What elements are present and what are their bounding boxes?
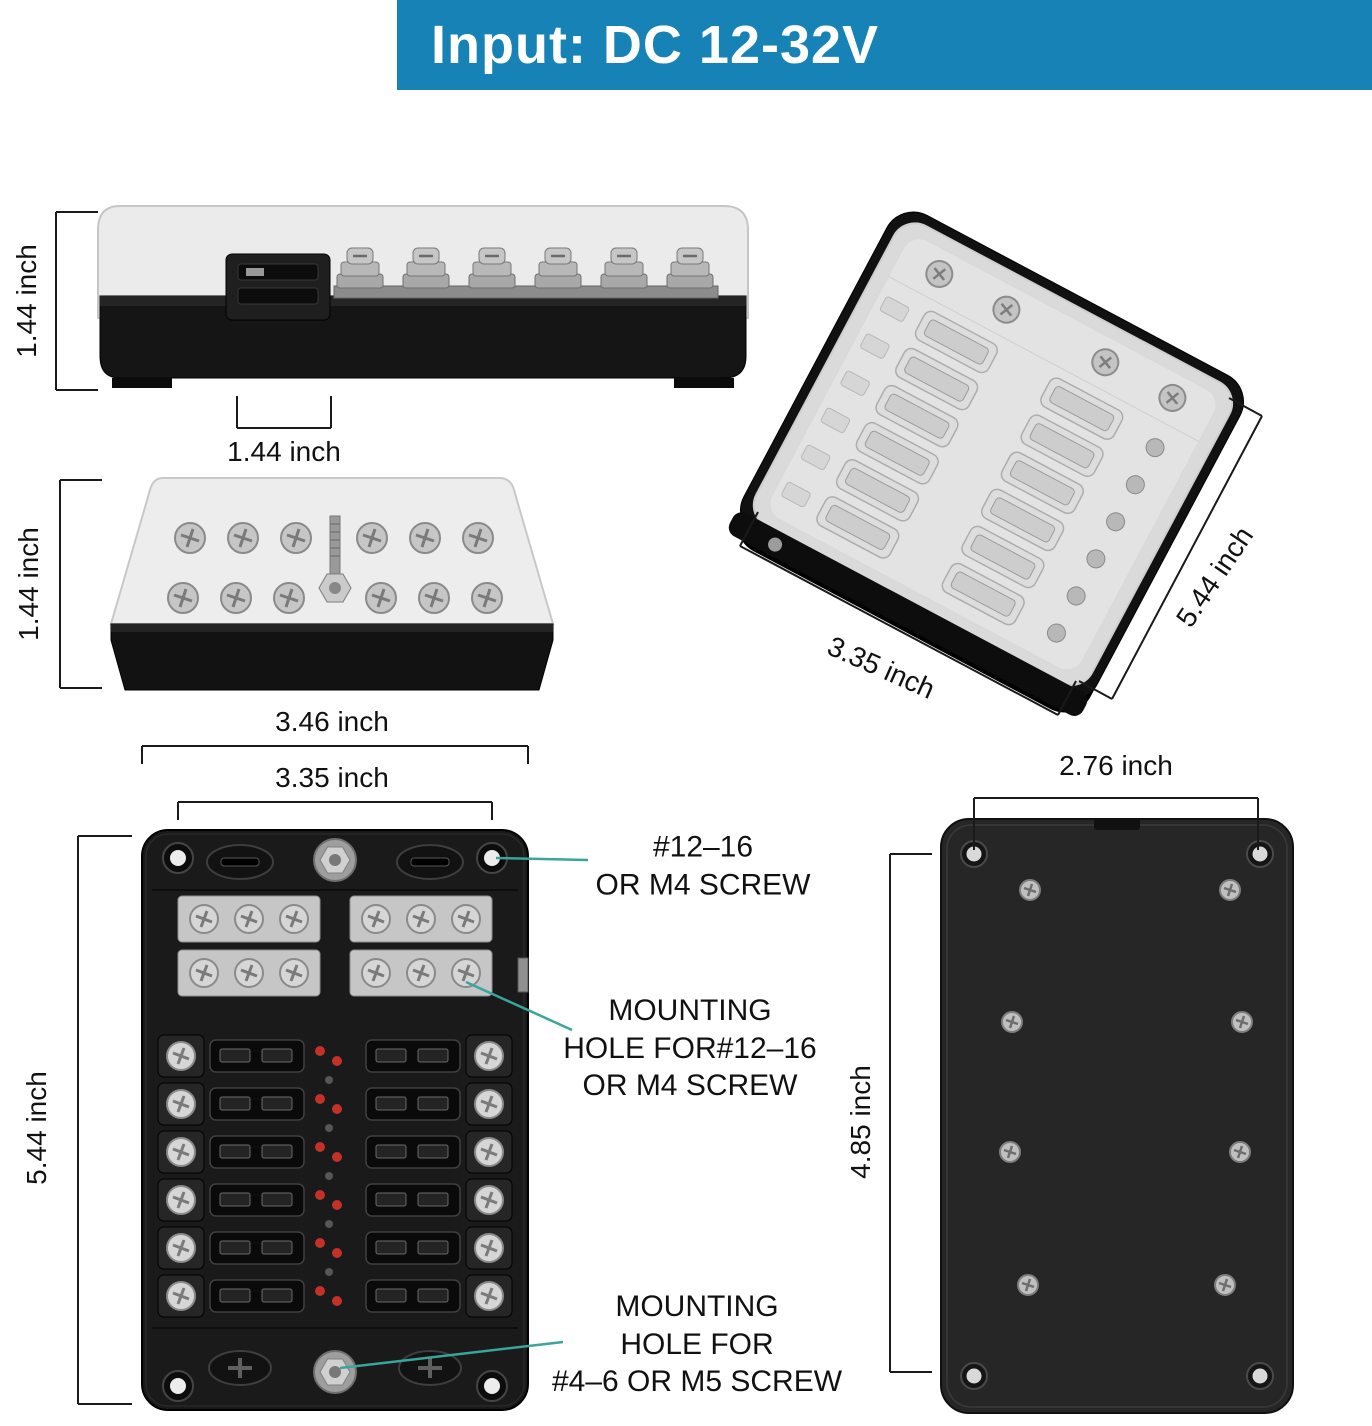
positive-cap-right — [397, 1349, 463, 1387]
top-length-label: 5.44 inch — [21, 1071, 52, 1185]
voltage-banner: Input: DC 12-32V — [397, 0, 1372, 90]
fuse-rows — [158, 1035, 512, 1317]
mounting-hole-bottom-left — [162, 1370, 194, 1402]
fuse-box-3d — [728, 211, 1244, 716]
back-hole-bottom-right — [1246, 1362, 1274, 1390]
side-latch-block — [225, 253, 331, 321]
side-base — [99, 295, 747, 379]
screw-spec-annotation: #12–16 OR M4 SCREW — [595, 830, 811, 902]
side-view-graphic — [97, 205, 749, 388]
side-height-label: 1.44 inch — [11, 244, 42, 358]
back-view-body — [940, 818, 1294, 1414]
negative-cap-right — [396, 844, 464, 880]
back-top-notch — [1094, 818, 1140, 830]
side-tab-width-label: 1.44 inch — [227, 436, 341, 467]
voltage-banner-text: Input: DC 12-32V — [431, 15, 880, 75]
mounting-hole-m4-annotation: MOUNTING HOLE FOR#12–16 OR M4 SCREW — [563, 993, 817, 1102]
bus-terminal-plates — [177, 895, 493, 997]
back-width-label: 2.76 inch — [1059, 750, 1173, 781]
front-height-label: 1.44 inch — [13, 527, 44, 641]
mounting-hole-m5-annotation: MOUNTING HOLE FOR #4–6 OR M5 SCREW — [551, 1289, 843, 1398]
top-inner-width-label: 3.35 inch — [275, 762, 389, 793]
side-clip — [517, 957, 529, 993]
front-view-graphic — [109, 477, 555, 691]
mounting-hole-top-right — [476, 842, 508, 874]
back-view-graphic — [940, 818, 1294, 1414]
back-hole-top-right — [1246, 840, 1274, 868]
mounting-hole-top-left — [162, 842, 194, 874]
perspective-view-graphic — [728, 211, 1244, 716]
negative-cap-left — [206, 844, 274, 880]
back-hole-bottom-left — [960, 1362, 988, 1390]
top-outer-width-label: 3.46 inch — [275, 706, 389, 737]
top-power-stud — [313, 838, 357, 882]
mounting-hole-bottom-right — [476, 1370, 508, 1402]
top-view-graphic — [141, 829, 529, 1411]
back-height-label: 4.85 inch — [845, 1065, 876, 1179]
front-base — [110, 623, 554, 691]
bottom-power-stud — [313, 1350, 357, 1394]
back-hole-top-left — [960, 840, 988, 868]
positive-cap-left — [207, 1349, 273, 1387]
front-center-stud — [318, 515, 352, 603]
